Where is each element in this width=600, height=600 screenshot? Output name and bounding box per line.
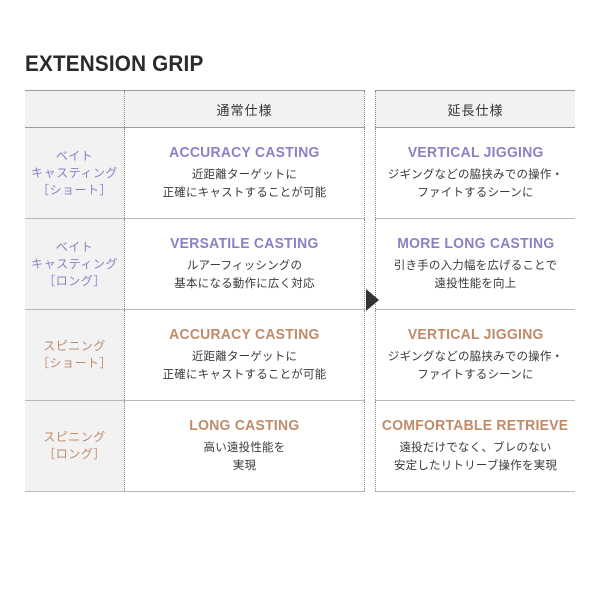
right-triangle-arrow-icon xyxy=(366,289,379,311)
spec-desc-line: 安定したリトリーブ操作を実現 xyxy=(393,459,558,472)
header-cell-extension-spec: 延長仕様 xyxy=(375,91,575,127)
label-line: ［ロング］ xyxy=(43,447,106,461)
table-row: MORE LONG CASTING 引き手の入力幅を広げることで 遠投性能を向上 xyxy=(375,219,575,310)
spec-headline: ACCURACY CASTING xyxy=(169,144,320,161)
extension-spec-cell: MORE LONG CASTING 引き手の入力幅を広げることで 遠投性能を向上 xyxy=(375,219,575,309)
normal-spec-cell: LONG CASTING 高い遠投性能を 実現 xyxy=(125,401,365,491)
normal-spec-cell: ACCURACY CASTING 近距離ターゲットに 正確にキャストすることが可… xyxy=(125,310,365,400)
label-line: ベイト xyxy=(55,239,94,254)
header-label-normal-spec: 通常仕様 xyxy=(216,102,273,118)
label-line: スピニング xyxy=(43,339,106,353)
spec-desc-line: 遠投性能を向上 xyxy=(434,277,517,290)
row-label-spinning-long: スピニング ［ロング］ xyxy=(25,401,125,491)
table-header-row-right: 延長仕様 xyxy=(375,90,575,128)
spec-desc-line: 基本になる動作に広く対応 xyxy=(174,277,315,290)
table-row: ベイト キャスティング ［ショート］ ACCURACY CASTING 近距離タ… xyxy=(25,128,365,219)
spec-desc-line: 近距離ターゲットに xyxy=(191,168,298,181)
spec-headline: VERTICAL JIGGING xyxy=(407,326,544,343)
table-header-row-left: 通常仕様 xyxy=(25,90,365,128)
page-title: EXTENSION GRIP xyxy=(25,51,204,76)
spec-desc-line: ルアーフィッシングの xyxy=(186,259,303,272)
table-row: スピニング ［ロング］ LONG CASTING 高い遠投性能を 実現 xyxy=(25,401,365,492)
row-label-bait-casting-short: ベイト キャスティング ［ショート］ xyxy=(25,128,125,218)
table-row: ベイト キャスティング ［ロング］ VERSATILE CASTING ルアーフ… xyxy=(25,219,365,310)
table-row: VERTICAL JIGGING ジギングなどの脇挟みでの操作・ ファイトするシ… xyxy=(375,310,575,401)
comparison-table: 通常仕様 ベイト キャスティング ［ショート］ ACCURACY CASTING… xyxy=(25,90,575,493)
label-line: ［ショート］ xyxy=(36,182,112,197)
spec-headline: LONG CASTING xyxy=(189,417,300,434)
spec-headline: VERSATILE CASTING xyxy=(170,235,319,252)
label-line: ［ロング］ xyxy=(43,273,106,288)
table-row: スピニング ［ショート］ ACCURACY CASTING 近距離ターゲットに … xyxy=(25,310,365,401)
normal-spec-cell: ACCURACY CASTING 近距離ターゲットに 正確にキャストすることが可… xyxy=(125,128,365,218)
table-row: COMFORTABLE RETRIEVE 遠投だけでなく、ブレのない 安定したリ… xyxy=(375,401,575,492)
normal-spec-group: 通常仕様 ベイト キャスティング ［ショート］ ACCURACY CASTING… xyxy=(25,90,365,493)
spec-desc-line: 高い遠投性能を xyxy=(203,441,286,454)
row-label-bait-casting-long: ベイト キャスティング ［ロング］ xyxy=(25,219,125,309)
header-cell-blank xyxy=(25,91,125,127)
spec-desc-line: 遠投だけでなく、ブレのない xyxy=(399,441,552,454)
spec-headline: ACCURACY CASTING xyxy=(169,326,320,343)
spec-headline: MORE LONG CASTING xyxy=(396,235,555,252)
spec-headline: COMFORTABLE RETRIEVE xyxy=(382,417,569,434)
label-line: キャスティング xyxy=(31,256,118,271)
spec-desc-line: ファイトするシーンに xyxy=(417,368,534,381)
spec-desc-line: ジギングなどの脇挟みでの操作・ xyxy=(387,350,564,363)
extension-spec-cell: VERTICAL JIGGING ジギングなどの脇挟みでの操作・ ファイトするシ… xyxy=(375,310,575,400)
spec-desc-line: 近距離ターゲットに xyxy=(191,350,298,363)
spec-headline: VERTICAL JIGGING xyxy=(407,144,544,161)
normal-spec-cell: VERSATILE CASTING ルアーフィッシングの 基本になる動作に広く対… xyxy=(125,219,365,309)
header-label-extension-spec: 延長仕様 xyxy=(447,102,504,118)
spec-desc-line: 引き手の入力幅を広げることで xyxy=(393,259,558,272)
row-label-spinning-short: スピニング ［ショート］ xyxy=(25,310,125,400)
header-cell-normal-spec: 通常仕様 xyxy=(125,91,365,127)
spec-desc-line: ジギングなどの脇挟みでの操作・ xyxy=(387,168,564,181)
spec-desc-line: 実現 xyxy=(232,459,257,472)
extension-spec-cell: COMFORTABLE RETRIEVE 遠投だけでなく、ブレのない 安定したリ… xyxy=(375,401,575,491)
label-line: ベイト xyxy=(55,148,94,163)
spec-desc-line: 正確にキャストすることが可能 xyxy=(162,368,327,381)
label-line: キャスティング xyxy=(31,165,118,180)
extension-spec-group: 延長仕様 VERTICAL JIGGING ジギングなどの脇挟みでの操作・ ファ… xyxy=(375,90,575,493)
spec-desc-line: ファイトするシーンに xyxy=(417,186,534,199)
table-row: VERTICAL JIGGING ジギングなどの脇挟みでの操作・ ファイトするシ… xyxy=(375,128,575,219)
extension-spec-cell: VERTICAL JIGGING ジギングなどの脇挟みでの操作・ ファイトするシ… xyxy=(375,128,575,218)
label-line: ［ショート］ xyxy=(36,356,112,370)
spec-desc-line: 正確にキャストすることが可能 xyxy=(162,186,327,199)
label-line: スピニング xyxy=(43,430,106,444)
